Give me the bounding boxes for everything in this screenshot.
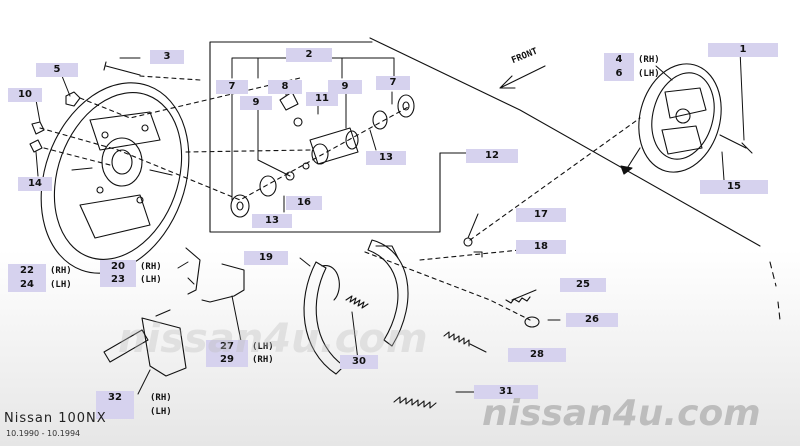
callout-7a: 7 (216, 80, 248, 94)
bolt-10 (31, 121, 45, 135)
callout-29: 30 (340, 355, 378, 369)
callout-12: 12 (466, 149, 518, 163)
callout-24: 25 (560, 278, 606, 292)
boot-right (397, 94, 415, 118)
spring-30 (393, 396, 437, 409)
spring-27 (443, 331, 470, 347)
callout-28: 29 (206, 353, 248, 367)
model-years: 10.1990 - 10.1994 (6, 429, 81, 438)
lever-20 (185, 247, 201, 295)
spring-29 (345, 295, 369, 309)
callout-30: 31 (474, 385, 538, 399)
callout-23-side: (LH) (50, 280, 72, 290)
callout-9a: 9 (240, 96, 272, 110)
callout-32-side: (LH) (150, 407, 172, 417)
callout-18: 18 (516, 240, 566, 254)
wheel-cylinder (309, 127, 359, 165)
callout-4: 4 (604, 53, 634, 67)
watermark-faint: nissan4u.com (118, 316, 428, 362)
callout-17: 17 (516, 208, 566, 222)
callout-13b: 13 (252, 214, 292, 228)
plug-5 (65, 91, 81, 107)
cap-14 (29, 139, 43, 153)
cup-seal (285, 171, 295, 181)
callout-3: 3 (150, 50, 184, 64)
callout-8: 8 (268, 80, 302, 94)
bolt-3 (103, 61, 141, 76)
callout-27: 28 (508, 348, 566, 362)
callout-19: 19 (244, 251, 288, 265)
callout-2: 2 (286, 48, 332, 62)
backing-plate (40, 82, 190, 274)
callout-23: 24 (8, 278, 46, 292)
pin-17 (463, 237, 473, 247)
callout-32 (96, 405, 134, 419)
piston-left (259, 175, 277, 197)
callout-10: 10 (8, 88, 42, 102)
frame-line (369, 37, 761, 247)
watermark-main: nissan4u.com (482, 393, 761, 434)
callout-16: 16 (286, 196, 322, 210)
parking-lever (103, 309, 187, 377)
bleeder-8 (279, 91, 299, 111)
boot-right-hole (402, 101, 410, 111)
spring-24 (505, 296, 531, 304)
wheel-cylinder-box (209, 41, 441, 233)
direction-arrow-head (620, 165, 633, 175)
adjuster-26 (201, 263, 245, 303)
brake-assembly-small (638, 63, 753, 173)
callout-26: 27 (206, 340, 248, 354)
brake-shoe-right (367, 239, 409, 347)
direction-arrow-line (625, 147, 641, 171)
callout-21-side: (RH) (50, 266, 72, 276)
callout-5: 5 (36, 63, 78, 77)
callout-25: 26 (566, 313, 618, 327)
callout-6: 6 (604, 67, 634, 81)
callout-31: 32 (96, 391, 134, 405)
callout-22: 23 (100, 273, 136, 287)
callout-28-side: (RH) (252, 355, 274, 365)
callout-20: 20 (100, 260, 136, 274)
callout-11: 11 (306, 92, 338, 106)
frame-line-dashed (769, 261, 781, 321)
piston-right (372, 110, 388, 130)
callout-9b: 9 (328, 80, 362, 94)
front-arrow (499, 65, 546, 89)
washer-25 (524, 316, 540, 328)
callout-21: 22 (8, 264, 46, 278)
callout-1: 1 (708, 43, 778, 57)
boot-left-hole (236, 201, 244, 211)
callout-6-side: (LH) (638, 69, 660, 79)
clip-18 (473, 251, 483, 258)
callout-31-side: (RH) (150, 393, 172, 403)
callout-13a: 13 (366, 151, 406, 165)
boot-left (230, 194, 250, 218)
callout-14: 14 (18, 177, 52, 191)
brake-shoe-left (303, 261, 345, 375)
callout-7b: 7 (376, 76, 410, 90)
callout-22-side: (LH) (140, 275, 162, 285)
callout-15: 15 (700, 180, 768, 194)
cap-11 (293, 117, 303, 127)
model-name: Nissan 100NX (4, 411, 107, 426)
callout-26-side: (LH) (252, 342, 274, 352)
callout-20-side: (RH) (140, 262, 162, 272)
callout-4-side: (RH) (638, 55, 660, 65)
